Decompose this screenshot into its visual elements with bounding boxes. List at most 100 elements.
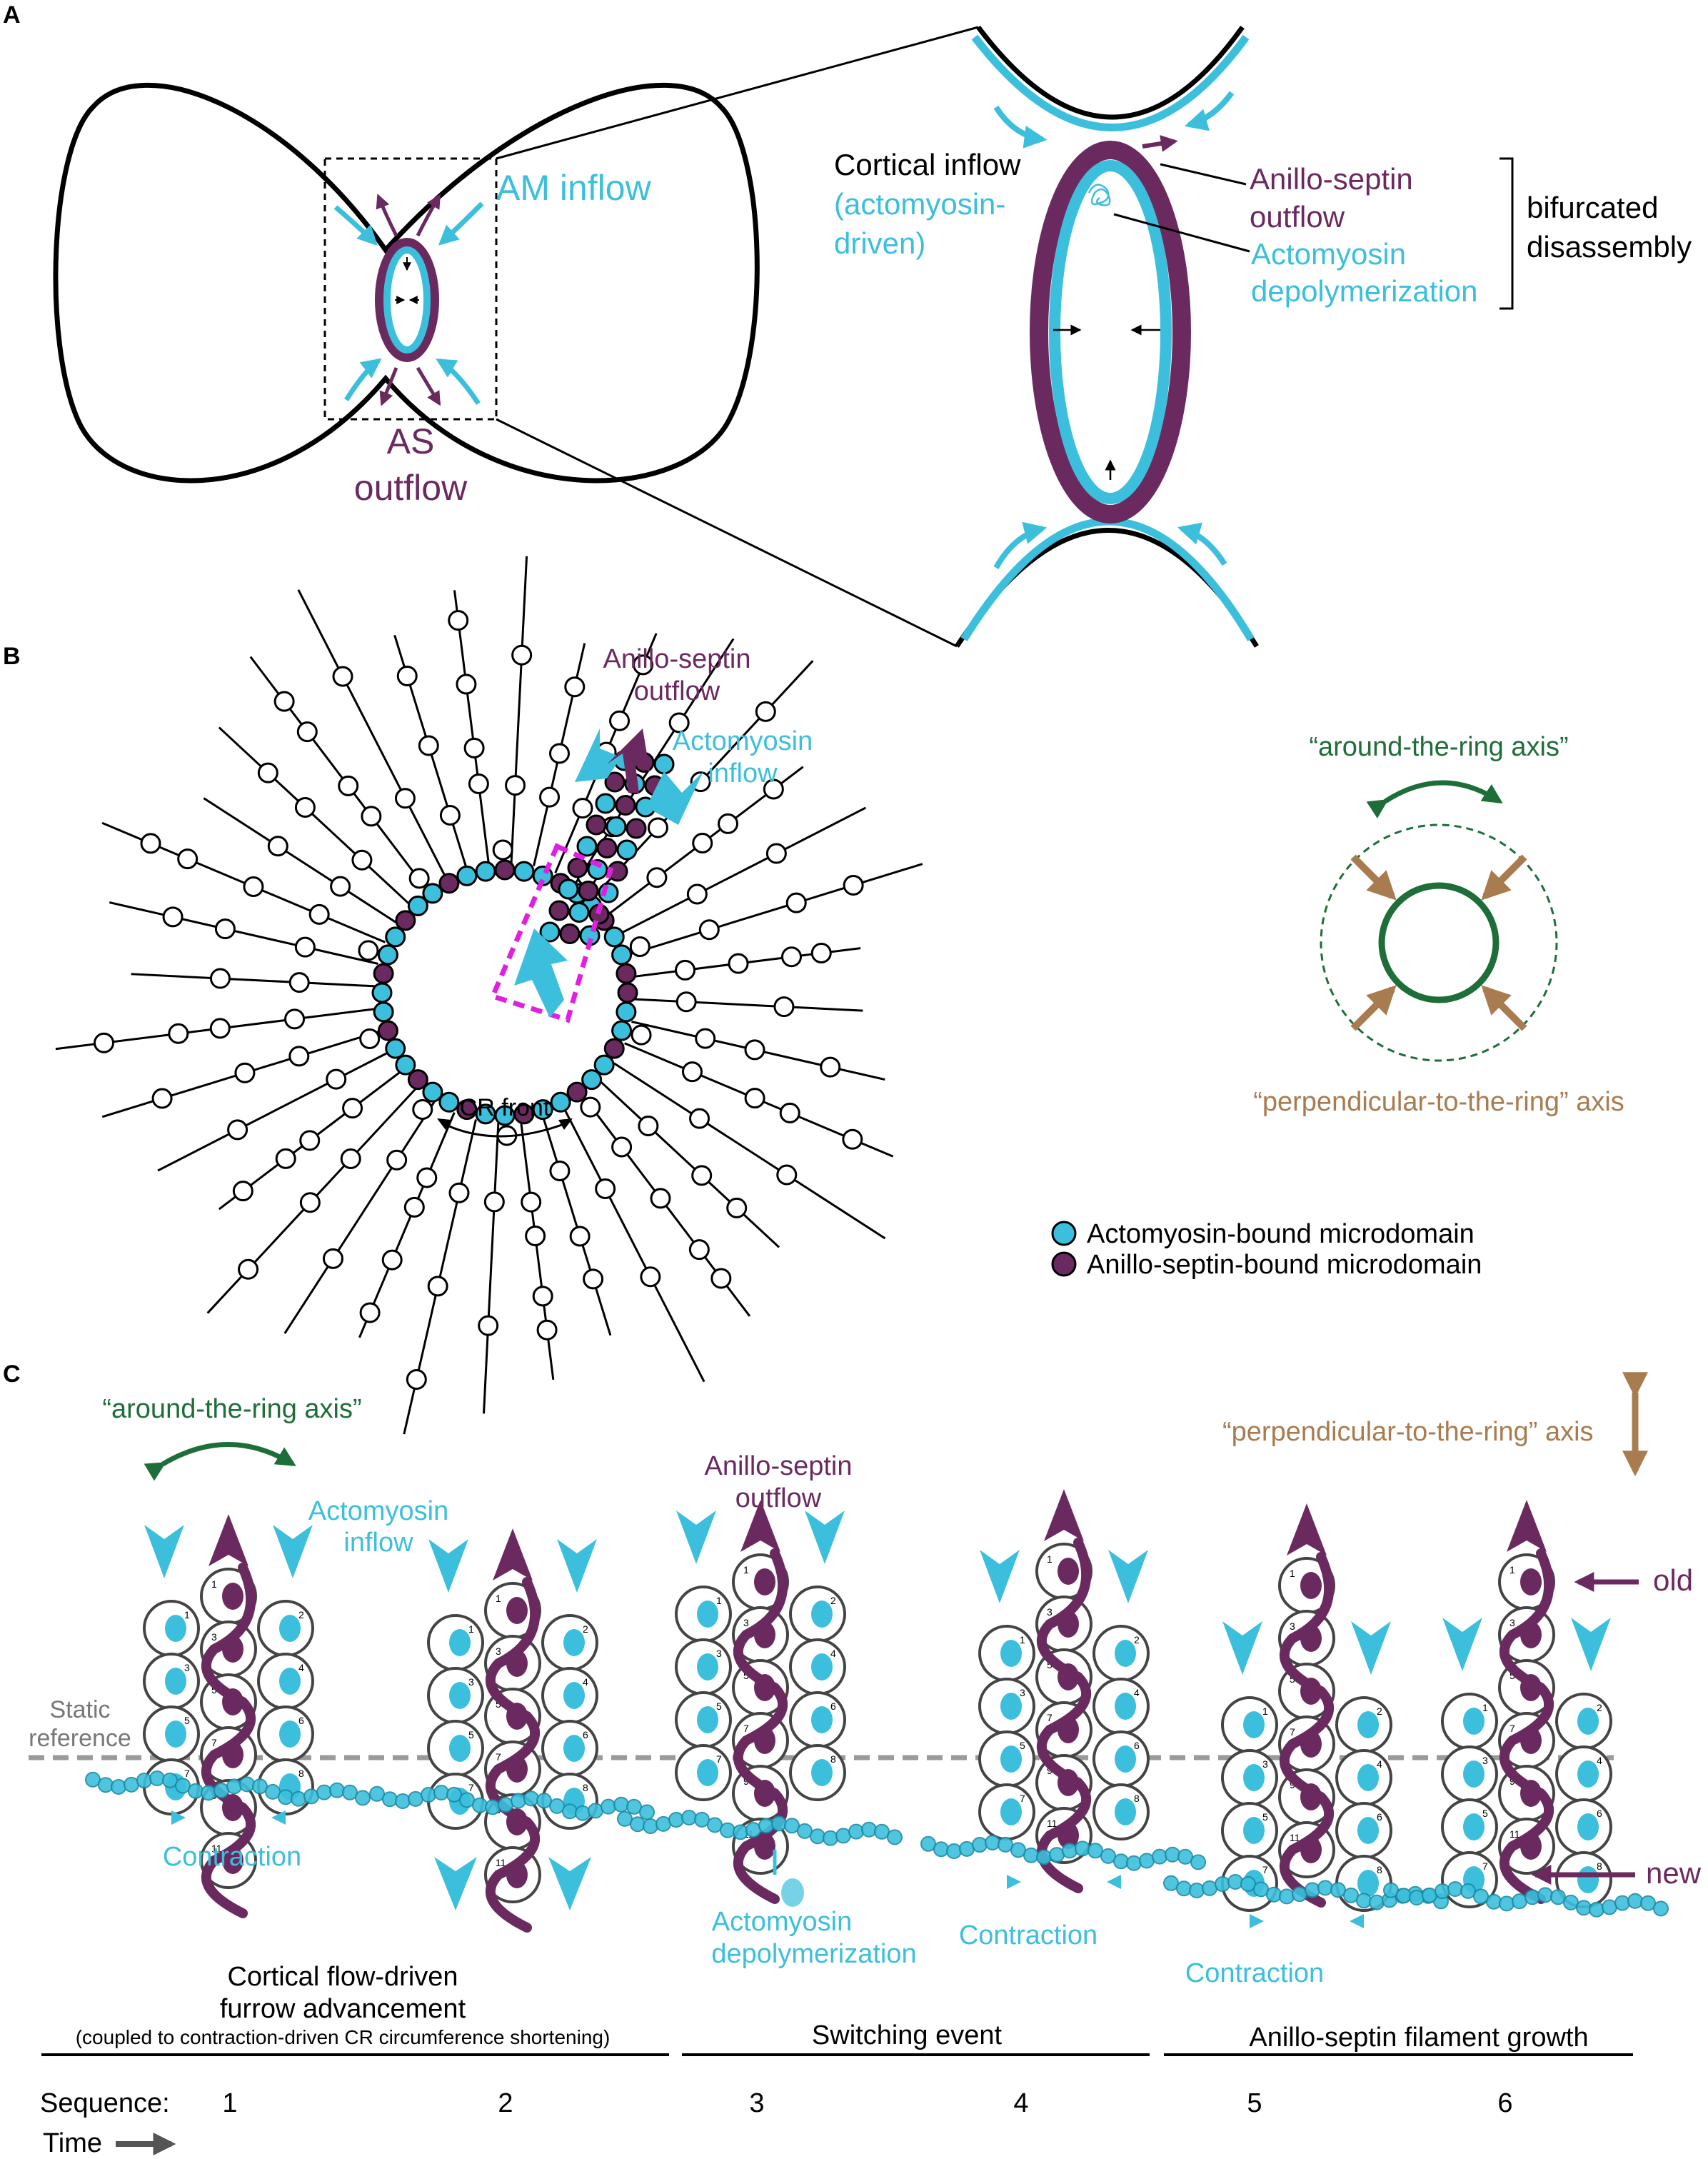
b-cyan-arrow-left bbox=[575, 728, 621, 782]
actomyosin-domain bbox=[811, 1706, 833, 1733]
radial-bead bbox=[763, 778, 784, 800]
actin-filament-bead bbox=[421, 1787, 436, 1803]
actomyosin-inflow-arrow bbox=[1442, 1618, 1482, 1671]
radial-bead bbox=[647, 817, 668, 838]
actin-filament-bead bbox=[303, 1788, 319, 1805]
bead-number: 5 bbox=[211, 1684, 217, 1695]
bead-number: 3 bbox=[1509, 1617, 1515, 1628]
ring-small-purple bbox=[375, 238, 439, 362]
radial-bead bbox=[340, 1148, 361, 1169]
ring-outer-bead bbox=[412, 1098, 433, 1120]
radial-bead bbox=[94, 1032, 115, 1053]
ring-bead bbox=[532, 1099, 553, 1121]
anillo-septin-filament bbox=[201, 1563, 256, 1918]
as-outflow-arrow-bl bbox=[379, 367, 398, 406]
bead-number: 8 bbox=[830, 1753, 836, 1765]
ring-bead bbox=[603, 926, 625, 948]
bead-number: 11 bbox=[1509, 1828, 1520, 1840]
bead-number: 4 bbox=[1597, 1755, 1602, 1766]
actin-filament-bead bbox=[1447, 1880, 1463, 1897]
actin-filament-bead bbox=[536, 1793, 552, 1809]
actin-filament-bead bbox=[887, 1829, 903, 1845]
radial-bead bbox=[779, 1102, 800, 1123]
c-actomyosin-depol-label-2: depolymerization bbox=[711, 1939, 916, 1969]
bead-number: 7 bbox=[468, 1782, 474, 1793]
zoom-line-top bbox=[496, 26, 979, 160]
actin-filament-bead bbox=[239, 1776, 255, 1793]
actin-filament-bead bbox=[1139, 1853, 1155, 1869]
outflow-bead bbox=[595, 793, 616, 814]
am-inflow-arrow-tl bbox=[333, 205, 378, 246]
actin-filament-bead bbox=[681, 1809, 697, 1825]
bead-number: 8 bbox=[1597, 1860, 1602, 1872]
actin-filament-bead bbox=[933, 1841, 949, 1858]
radial-bead bbox=[351, 849, 373, 871]
radial-bead bbox=[609, 710, 631, 731]
actin-filament-bead bbox=[1550, 1889, 1566, 1905]
actomyosin-domain bbox=[697, 1706, 718, 1733]
actomyosin-domain bbox=[1357, 1870, 1379, 1897]
ring-outer-bead bbox=[629, 936, 650, 958]
contraction-arrow-left bbox=[1250, 1914, 1264, 1928]
cr-front-arrowhead-right bbox=[558, 1118, 573, 1130]
actin-filament-bead bbox=[745, 1822, 761, 1838]
radial-filaments bbox=[55, 556, 923, 1435]
outflow-bead bbox=[606, 816, 627, 837]
bead-number: 5 bbox=[743, 1670, 749, 1681]
bead-number: 4 bbox=[1377, 1758, 1382, 1770]
bead-number: 2 bbox=[1134, 1634, 1140, 1645]
actin-filament-bead bbox=[201, 1785, 216, 1801]
actin-filament-bead bbox=[1202, 1880, 1217, 1896]
bead-number: 2 bbox=[1377, 1705, 1382, 1717]
bead-number: 11 bbox=[1290, 1832, 1300, 1843]
actomyosin-domain bbox=[1115, 1745, 1136, 1773]
radial-bead bbox=[209, 1018, 231, 1039]
radial-bead bbox=[549, 1161, 571, 1182]
radial-bead bbox=[381, 1249, 403, 1271]
b-ring-circle bbox=[1378, 882, 1499, 1003]
ring-bead bbox=[422, 883, 443, 904]
actin-filament-bead bbox=[175, 1778, 191, 1794]
actin-filament-bead bbox=[771, 1815, 787, 1832]
bead-number: 6 bbox=[1597, 1808, 1602, 1819]
bead-number: 6 bbox=[583, 1729, 588, 1740]
actin-filament-bead bbox=[278, 1789, 293, 1805]
bead-number: 7 bbox=[496, 1751, 501, 1763]
radial-bead bbox=[525, 1225, 546, 1246]
ring-bead bbox=[438, 873, 460, 894]
outflow-bead bbox=[568, 902, 590, 923]
actin-filament-bead bbox=[188, 1783, 204, 1799]
outflow-bead bbox=[558, 878, 579, 900]
bead-number: 8 bbox=[1377, 1864, 1382, 1875]
outflow-bead bbox=[567, 857, 588, 878]
actin-filament-bead bbox=[643, 1818, 658, 1834]
ring-bead bbox=[550, 1091, 571, 1113]
contraction-arrow-right bbox=[1350, 1914, 1364, 1928]
zoom-box bbox=[323, 157, 498, 421]
anillo-septin-outflow-arrow bbox=[493, 1528, 533, 1581]
bead-number: 9 bbox=[743, 1775, 749, 1787]
radial-bead bbox=[668, 712, 690, 733]
ring-bead bbox=[616, 1001, 637, 1023]
bead-number: 8 bbox=[583, 1782, 588, 1793]
actomyosin-domain bbox=[697, 1759, 718, 1786]
b-outer-dashed-circle bbox=[1320, 823, 1558, 1062]
radial-filament bbox=[131, 973, 376, 988]
actin-filament-bead bbox=[758, 1818, 774, 1834]
cortical-inflow-label: Cortical inflow bbox=[834, 148, 1021, 181]
ring-bead bbox=[438, 1091, 460, 1113]
cr-front-arrowhead-left bbox=[437, 1118, 451, 1130]
actomyosin-inflow-arrow bbox=[805, 1511, 845, 1564]
actin-filament-bead bbox=[485, 1799, 501, 1815]
radial-bead bbox=[595, 1178, 616, 1199]
bead-number: 3 bbox=[1020, 1687, 1025, 1698]
actin-filament-bead bbox=[1614, 1895, 1630, 1911]
actomyosin-domain bbox=[1115, 1693, 1136, 1720]
actin-filament-bead bbox=[959, 1840, 975, 1857]
bead-number: 4 bbox=[583, 1676, 588, 1688]
sequence-stages: 1357911135724681357911135724681357911135… bbox=[85, 1489, 1669, 1933]
anillo-septin-domain bbox=[506, 1597, 528, 1624]
radial-bead bbox=[299, 1192, 321, 1213]
